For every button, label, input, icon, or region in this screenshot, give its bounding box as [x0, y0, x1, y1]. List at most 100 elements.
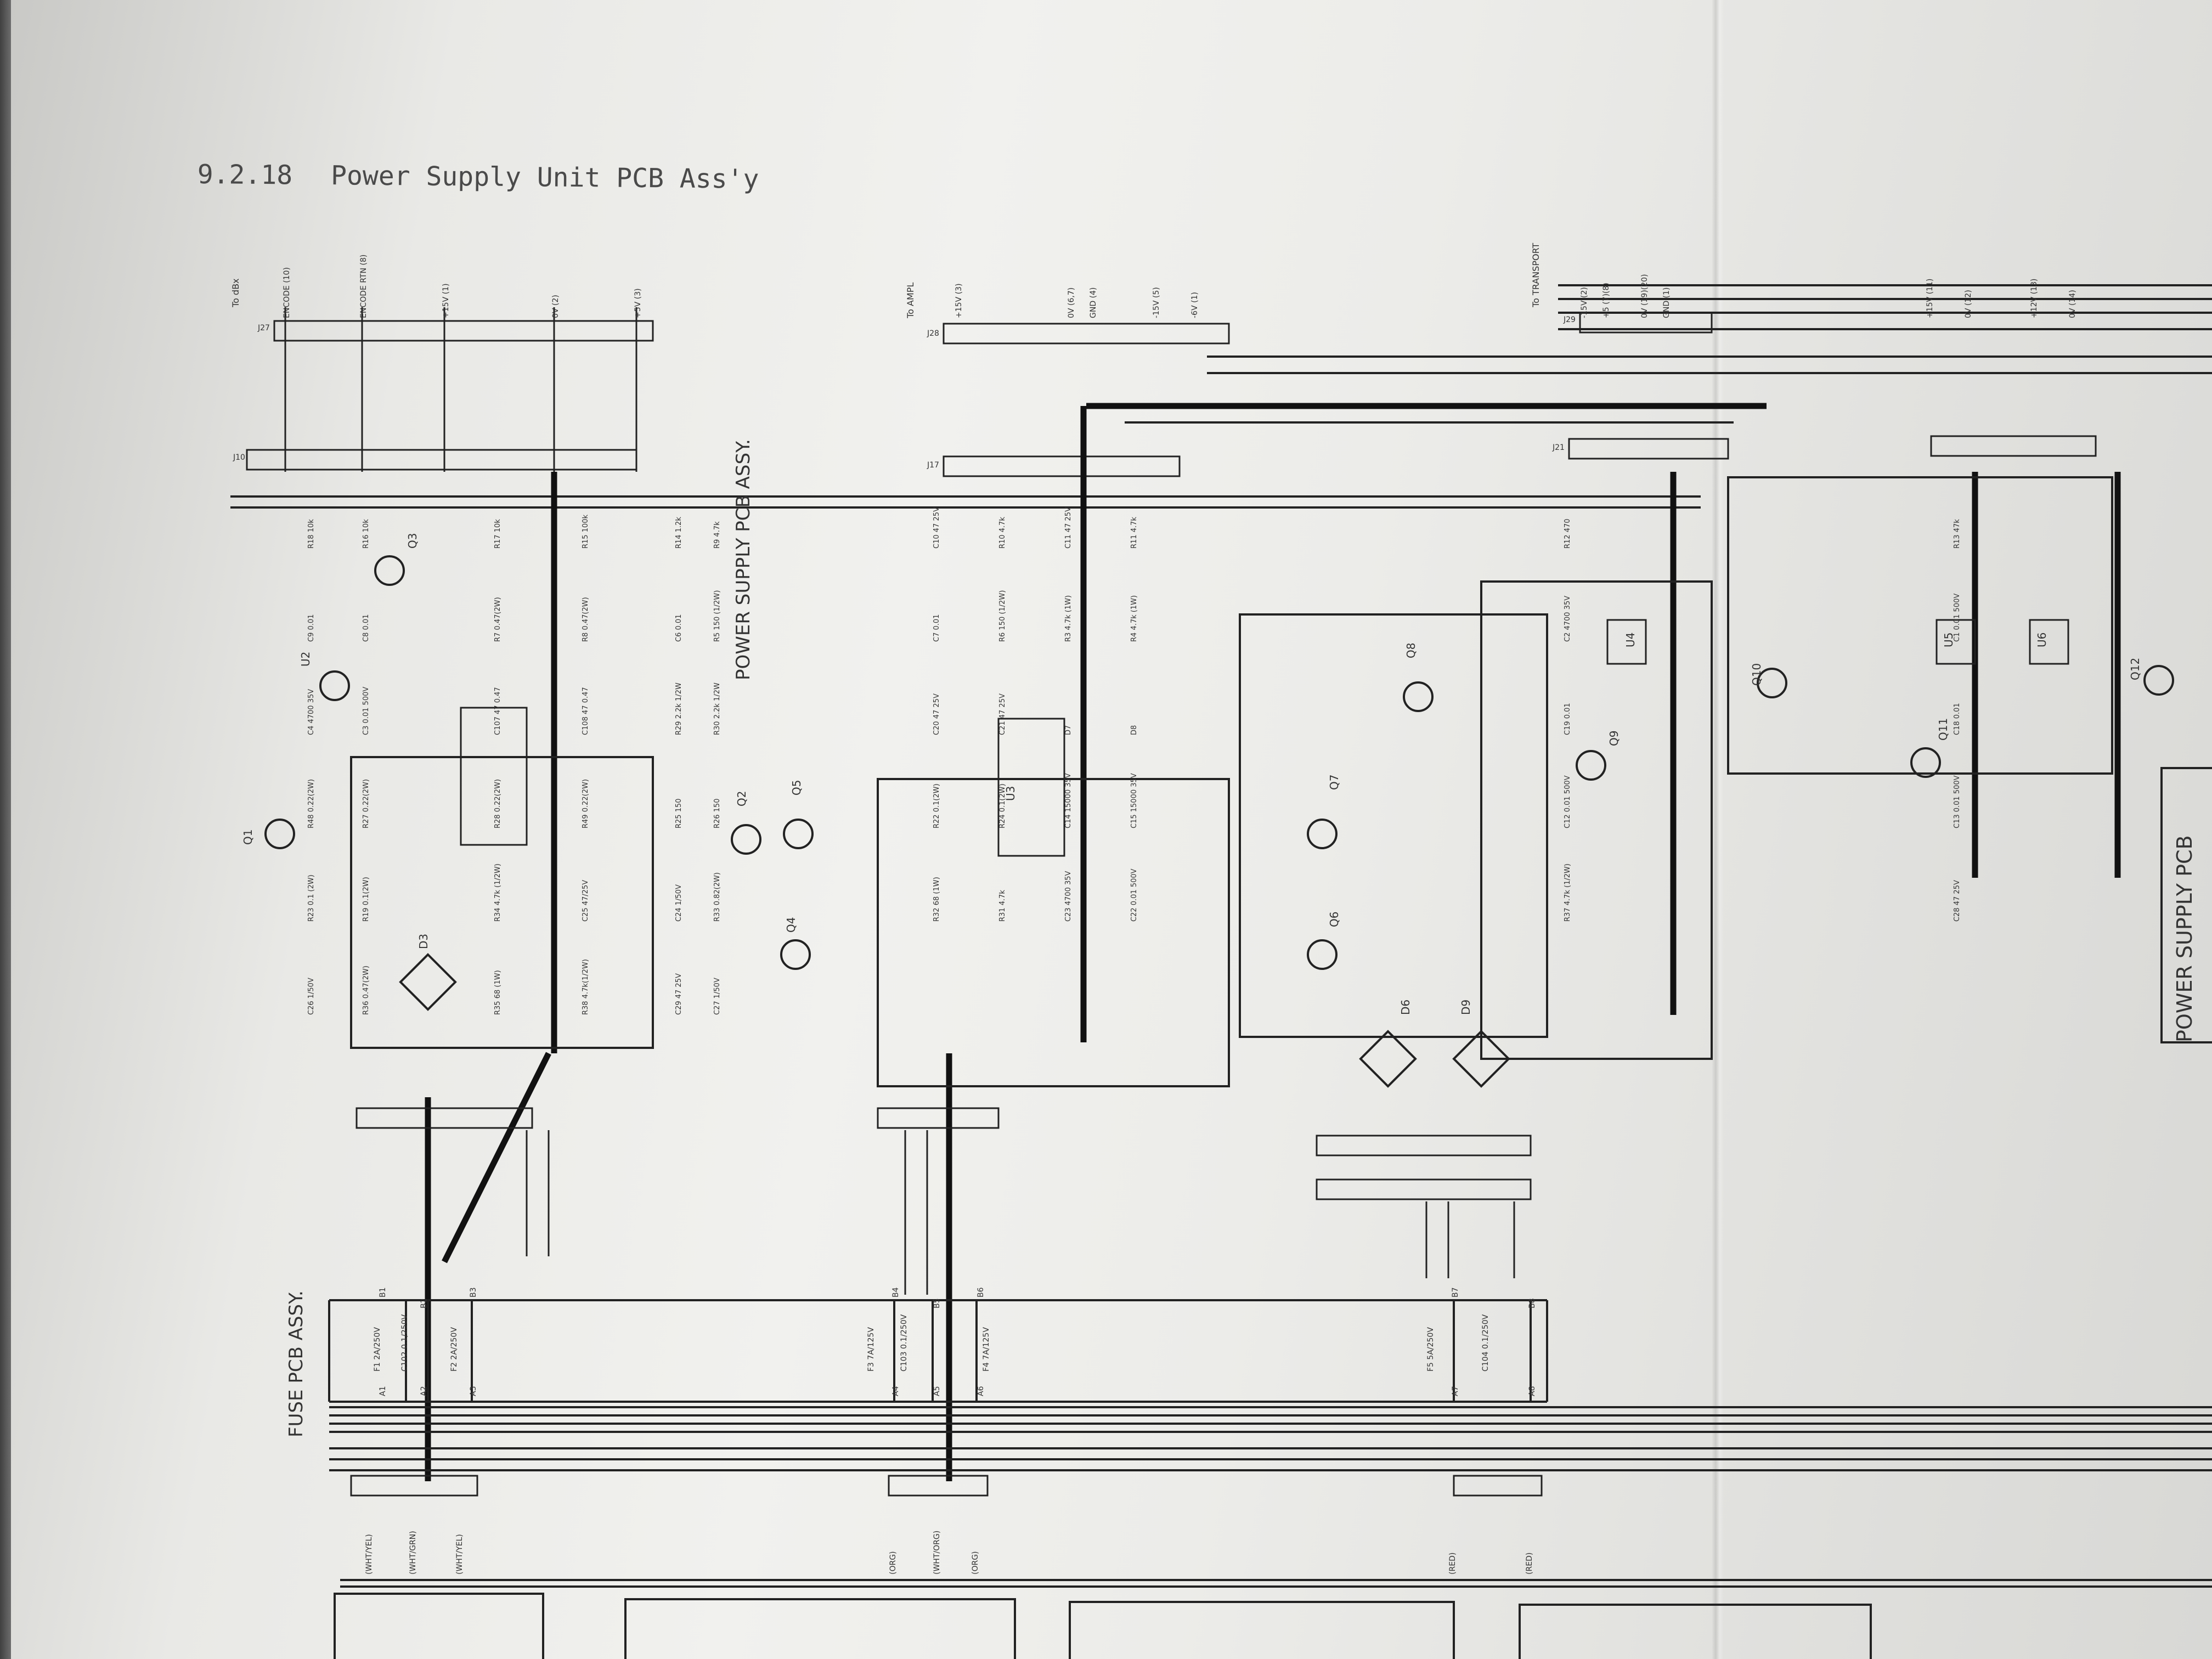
destination-to-transport: To TRANSPORT — [1531, 242, 1541, 307]
semiconductor-label: U2 — [299, 651, 312, 667]
part-label: C10 47 25V — [933, 507, 941, 549]
part-label: R31 4.7k — [998, 890, 1007, 922]
top-signal-label: ENCODE (10) — [283, 267, 291, 318]
wire-color-label: (WHT/ORG) — [933, 1530, 941, 1575]
part-label: R16 10k — [362, 519, 370, 549]
top-signal-label: 0V (2) — [551, 295, 560, 318]
transformer-boxes — [334, 1579, 2212, 1659]
top-bus-lines — [230, 284, 2212, 509]
pin-label: B5 — [933, 1298, 941, 1308]
top-signal-label: -6V (1) — [1190, 292, 1199, 318]
part-label: R9 4.7k — [713, 521, 721, 549]
wire-color-label: (RED) — [1525, 1552, 1534, 1575]
connector-label-j28: J28 — [927, 329, 939, 338]
part-label: R8 0.47(2W) — [582, 597, 590, 642]
part-label: R10 4.7k — [998, 517, 1007, 549]
semiconductor-label: D6 — [1399, 999, 1412, 1015]
connector-j17 — [943, 455, 1181, 477]
pin-label: B7 — [1451, 1287, 1460, 1297]
part-label: C24 1/50V — [675, 884, 683, 922]
part-label: C28 47 25V — [1953, 880, 1961, 922]
semiconductor-label: D9 — [1459, 999, 1472, 1015]
pin-label: A1 — [379, 1386, 387, 1396]
part-label: C26 1/50V — [307, 978, 315, 1015]
fuse-label: F4 7A/125V — [982, 1327, 991, 1372]
semiconductor-label: Q2 — [735, 791, 748, 806]
connector-label-j21: J21 — [1553, 443, 1565, 452]
part-label: C9 0.01 — [307, 614, 315, 642]
top-signal-label: +15V (11) — [1926, 278, 1934, 318]
wire-color-label: (ORG) — [971, 1551, 980, 1575]
connector-j10 — [246, 449, 637, 471]
wire-color-label: (WHT/GRN) — [409, 1531, 417, 1575]
top-signal-label: +12V (13) — [2030, 278, 2039, 318]
part-label: R49 0.22(2W) — [582, 779, 590, 828]
pin-label: A8 — [1528, 1386, 1537, 1396]
fuse-board — [328, 1299, 2212, 1471]
semiconductor-label: Q9 — [1607, 730, 1621, 746]
top-signal-label: 0V (14) — [2068, 290, 2077, 318]
part-label: C20 47 25V — [933, 693, 941, 735]
semiconductor-label: Q3 — [406, 533, 419, 549]
part-label: C13 0.01 500V — [1953, 775, 1961, 828]
part-label: C4 4700 35V — [307, 689, 315, 735]
part-label: C29 47 25V — [675, 973, 683, 1015]
part-label: R24 0.1(2W) — [998, 783, 1007, 828]
part-label: C2 4700 35V — [1564, 595, 1572, 642]
part-label: R25 150 — [675, 798, 683, 828]
top-signal-label: GND (4) — [1089, 287, 1098, 318]
part-label: R35 68 (1W) — [494, 970, 502, 1015]
top-signal-label: +5 (7)(8) — [1602, 283, 1611, 318]
part-label: C22 0.01 500V — [1130, 868, 1138, 922]
part-label: R48 0.22(2W) — [307, 779, 315, 828]
semiconductor-label: Q5 — [790, 780, 803, 795]
pin-label: A5 — [933, 1386, 941, 1396]
fuse-label: F5 5A/250V — [1426, 1327, 1435, 1372]
wire-color-label: (WHT/YEL) — [365, 1534, 374, 1575]
semiconductor-label: Q10 — [1750, 663, 1763, 686]
part-label: R6 150 (1/2W) — [998, 590, 1007, 642]
lower-connectors — [350, 1107, 1543, 1497]
part-label: C15 15000 35V — [1130, 773, 1138, 828]
part-label: C107 47 0.47 — [494, 687, 502, 735]
block-label-fuse: FUSE PCB ASSY. — [285, 1290, 307, 1437]
connector-label-j29: J29 — [1564, 315, 1576, 324]
top-signal-label: +15V (1) — [442, 283, 450, 318]
top-signal-label: ENCODE RTN (8) — [359, 254, 368, 318]
part-label: C25 47/25V — [582, 879, 590, 922]
part-label: C18 0.01 — [1953, 703, 1961, 735]
page-fold — [1712, 0, 1724, 1659]
semiconductor-label: Q6 — [1328, 911, 1341, 927]
semiconductor-label: Q1 — [241, 829, 255, 845]
block-label-power-supply: POWER SUPPLY PCB ASSY. — [732, 439, 754, 680]
fuse-label: C104 0.1/250V — [1481, 1314, 1490, 1372]
pin-label: B2 — [420, 1298, 428, 1308]
part-label: R11 4.7k — [1130, 517, 1138, 549]
part-label: D7 — [1064, 725, 1073, 735]
semiconductor-label: Q7 — [1328, 774, 1341, 790]
part-label: C3 0.01 500V — [362, 686, 370, 735]
part-label: R4 4.7k (1W) — [1130, 595, 1138, 642]
connector-right-strip — [1930, 435, 2097, 457]
top-signal-label: -15V (5) — [1152, 287, 1161, 318]
semiconductor-label: Q11 — [1937, 718, 1950, 741]
part-label: R7 0.47(2W) — [494, 597, 502, 642]
wire-color-label: (ORG) — [889, 1551, 898, 1575]
part-label: R19 0.1(2W) — [362, 877, 370, 922]
semiconductor-label: Q12 — [2129, 657, 2142, 680]
board-outlines — [350, 476, 2212, 1087]
top-signal-label: -15V (2) — [1580, 287, 1589, 318]
part-label: R28 0.22(2W) — [494, 779, 502, 828]
semiconductor-label: Q4 — [785, 917, 798, 933]
semiconductor-label: D3 — [417, 933, 430, 949]
wire-color-label: (RED) — [1448, 1552, 1457, 1575]
top-connector-j27 — [273, 307, 654, 472]
paper-sheet — [11, 0, 2212, 1659]
part-label: R22 0.1(2W) — [933, 783, 941, 828]
part-label: D8 — [1130, 725, 1138, 735]
top-connector-j28 — [943, 323, 1230, 345]
semiconductor-label: U6 — [2035, 632, 2049, 647]
part-label: C14 15000 35V — [1064, 773, 1073, 828]
